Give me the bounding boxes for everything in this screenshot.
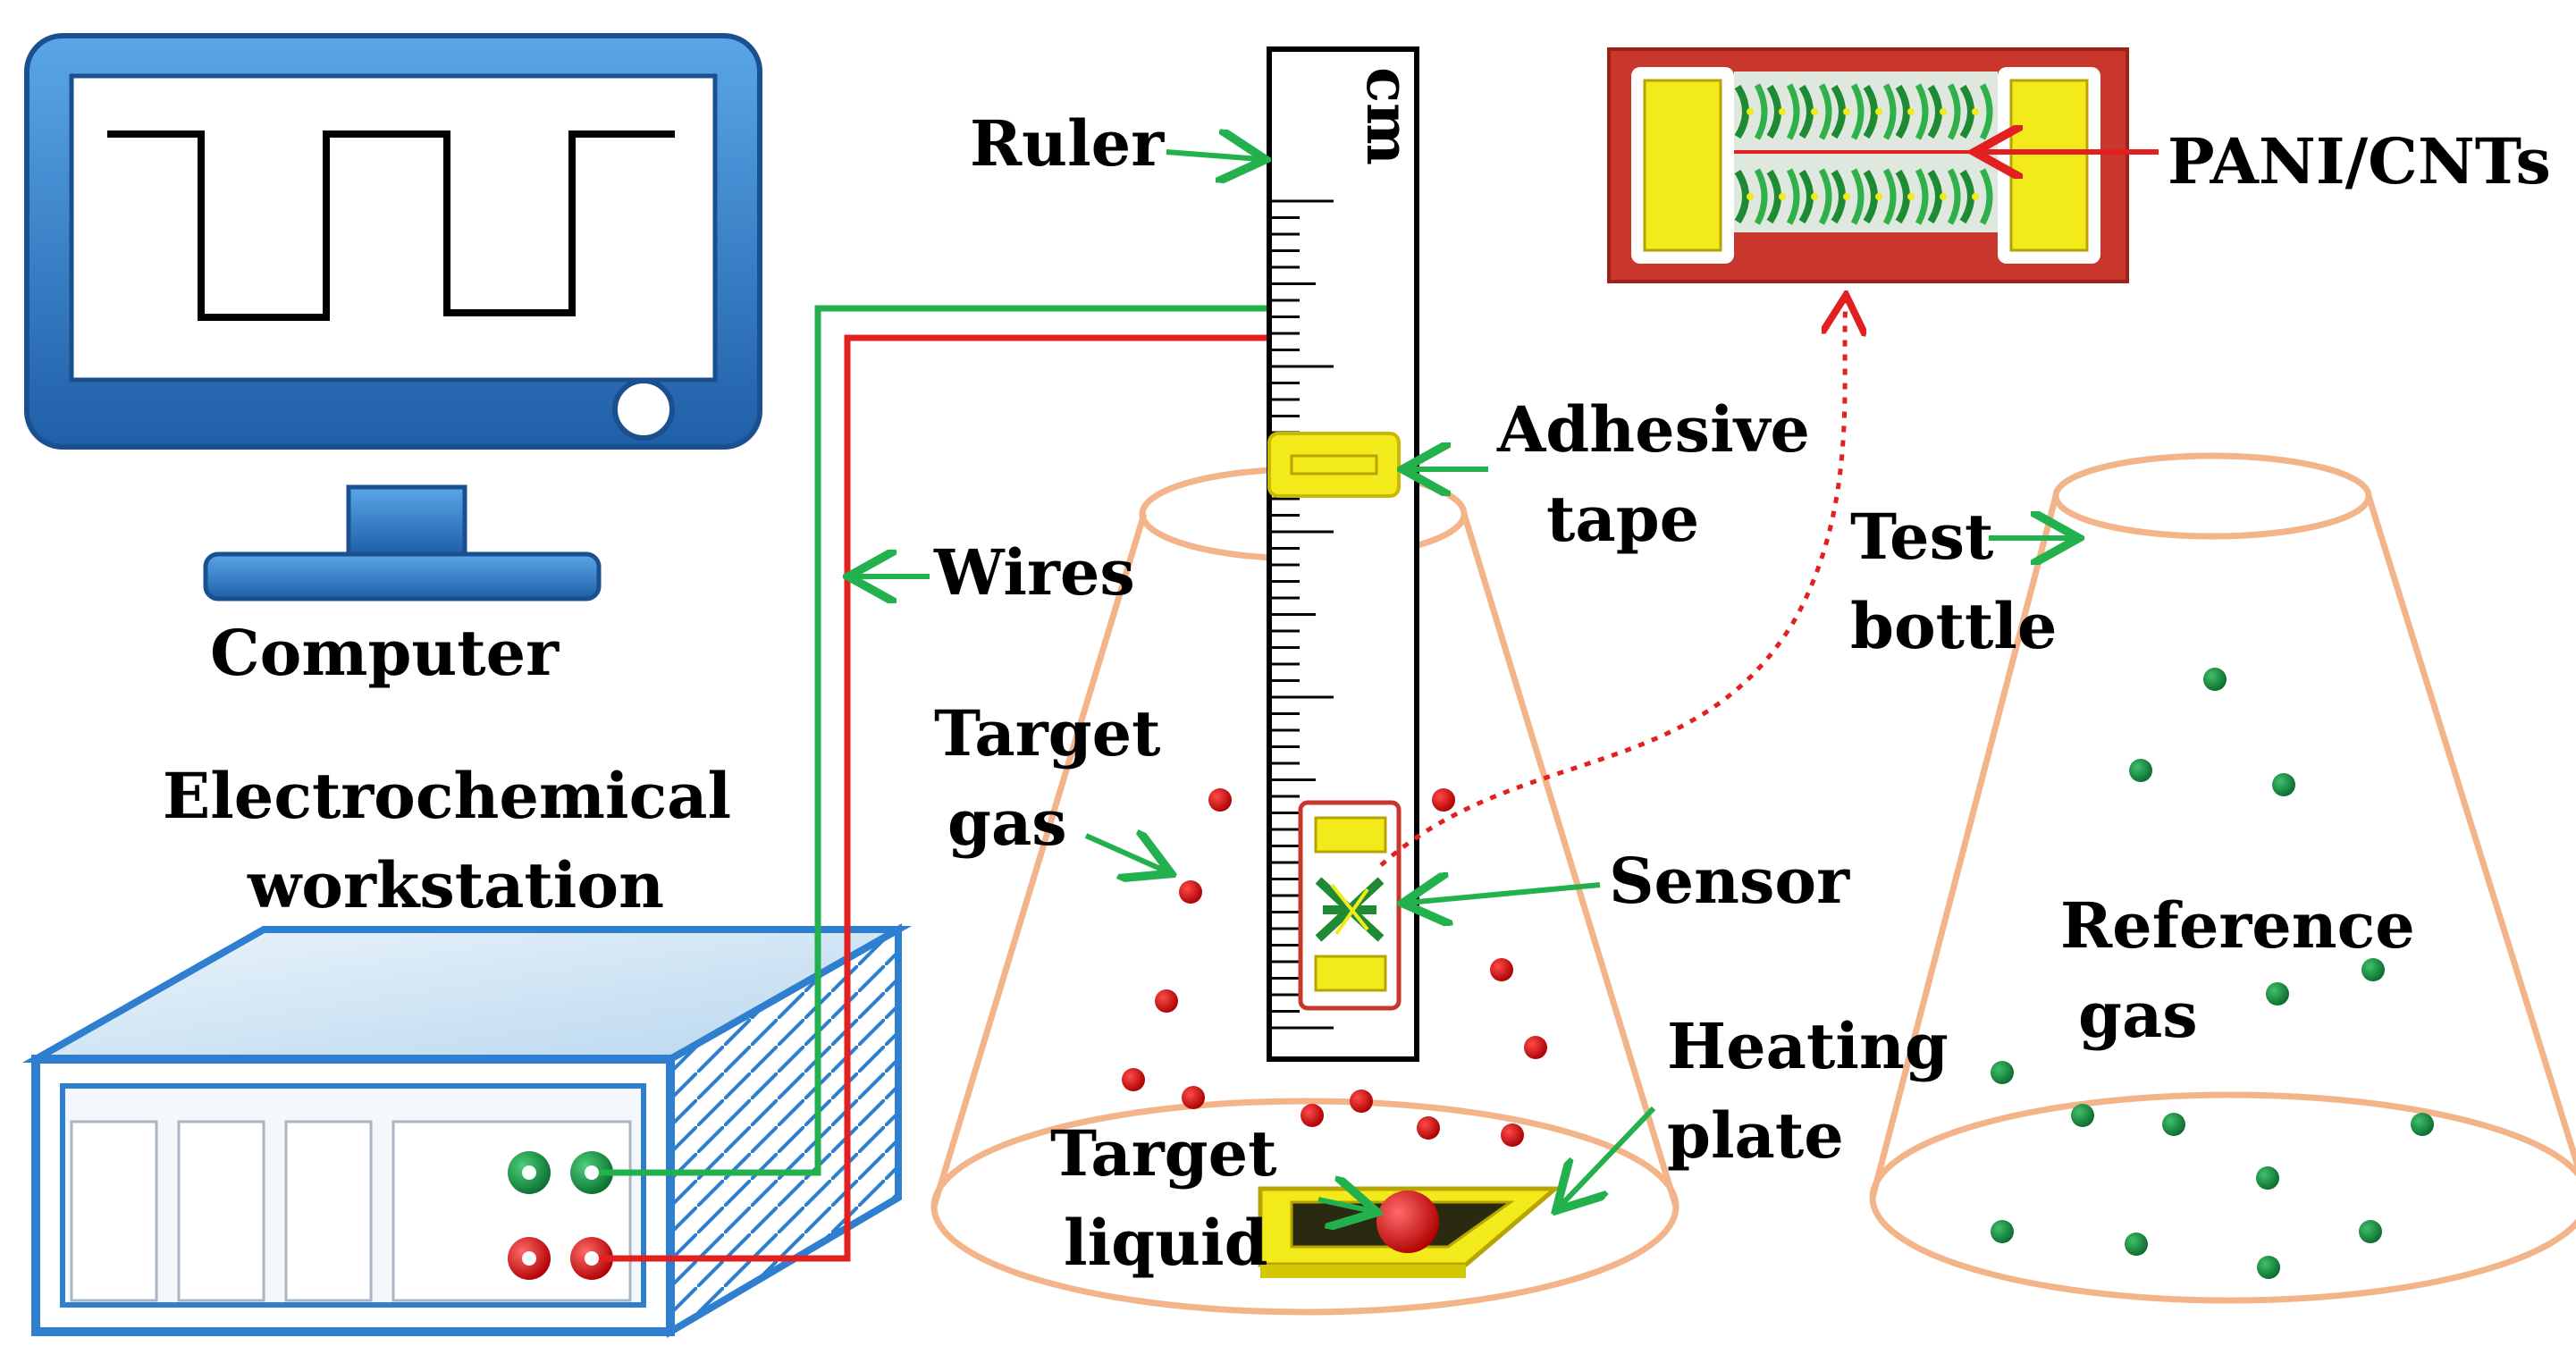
- workstation-label-line1: Electrochemical: [163, 759, 731, 833]
- reference-flask-icon: [1869, 452, 2576, 1304]
- zoom-connector-arrow: [1379, 299, 1846, 867]
- target-liquid-arrow: [1317, 1199, 1372, 1211]
- target-liquid-label-line1: Target: [1050, 1116, 1276, 1191]
- sensor-arrow: [1408, 885, 1601, 903]
- workstation-label-line2: workstation: [247, 848, 664, 922]
- ruler-arrow: [1166, 152, 1260, 159]
- test-bottle-label-line1: Test: [1850, 500, 1993, 574]
- target-gas-label-line2: gas: [947, 786, 1067, 860]
- wires-label: Wires: [933, 535, 1135, 610]
- heating-label-line2: plate: [1667, 1098, 1844, 1173]
- computer-monitor-icon: [24, 33, 762, 602]
- cnt-fibers: [1734, 83, 1993, 225]
- pani-cnts-label: PANI/CNTs: [2168, 124, 2551, 198]
- target-gas-particles: [1122, 788, 1547, 1147]
- computer-label: Computer: [210, 616, 560, 690]
- heating-arrow: [1560, 1106, 1656, 1207]
- reference-gas-label-line2: gas: [2078, 978, 2198, 1052]
- heating-label-line1: Heating: [1667, 1009, 1949, 1083]
- electrochemical-workstation-icon: [21, 923, 913, 1338]
- pani-cnts-sensor-inset: [1607, 47, 2129, 283]
- sensor-label: Sensor: [1609, 844, 1850, 918]
- target-liquid-droplet: [1376, 1191, 1439, 1253]
- target-gas-label-line1: Target: [934, 696, 1160, 770]
- reference-gas-particles: [1991, 668, 2434, 1279]
- ruler-unit-label: cm: [1353, 67, 1423, 165]
- reference-gas-label-line1: Reference: [2060, 888, 2415, 963]
- sensor-chip-icon: [1298, 800, 1402, 1011]
- adhesive-label-line2: tape: [1546, 482, 1699, 556]
- adhesive-tape-icon: [1267, 432, 1401, 498]
- adhesive-label-line1: Adhesive: [1496, 392, 1810, 467]
- target-liquid-label-line2: liquid: [1064, 1206, 1268, 1280]
- target-gas-arrow: [1084, 836, 1166, 871]
- square-wave-signal: [107, 130, 675, 321]
- test-bottle-label-line2: bottle: [1850, 589, 2057, 663]
- ruler-label: Ruler: [970, 106, 1165, 181]
